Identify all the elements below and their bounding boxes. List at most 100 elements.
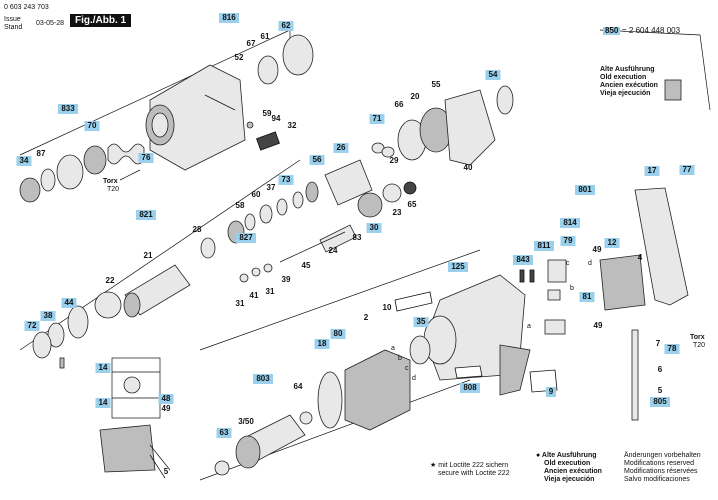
callout-box	[216, 428, 232, 438]
callout-14: 14	[99, 363, 108, 372]
callout-box	[314, 339, 330, 349]
callout-40: 40	[464, 163, 473, 172]
loctite-legend: ★ mit Loctite 222 sichern secure with Lo…	[430, 462, 510, 478]
callout-81: 81	[583, 292, 592, 301]
callout-box	[513, 255, 533, 265]
issue-date: 03-05-28	[36, 20, 65, 27]
callout-18: 18	[318, 339, 327, 348]
callout-22: 22	[106, 276, 115, 285]
old-exec-fr: Ancien exécution	[544, 468, 602, 475]
callout-box	[278, 175, 294, 185]
callout-2: 2	[364, 313, 369, 322]
callout-814: 814	[563, 218, 577, 227]
gear-housing	[145, 64, 246, 171]
callout-67: 67	[247, 39, 256, 48]
figure-title: Fig./Abb. 1	[70, 14, 132, 27]
clutch-parts	[246, 34, 314, 151]
callout-box	[58, 104, 78, 114]
wire-letter-d: d	[412, 375, 416, 382]
callout-38: 38	[44, 311, 53, 320]
callout-box	[534, 241, 554, 251]
callout-811: 811	[538, 241, 551, 250]
callout-39: 39	[282, 275, 291, 284]
wire-letter-c-2: c	[566, 260, 570, 267]
callout-827: 827	[239, 233, 253, 242]
callout-box	[219, 13, 239, 23]
armature	[214, 411, 313, 476]
torx-label-2: Torx	[690, 334, 705, 341]
callout-83: 83	[353, 233, 362, 242]
callout-61: 61	[261, 32, 270, 41]
callout-87: 87	[37, 149, 46, 158]
handle-assembly	[599, 29, 711, 421]
accessory-old-exec-es: Vieja ejecución	[600, 90, 651, 97]
wiring-diagram	[99, 357, 171, 479]
mod-de: Änderungen vorbehalten	[624, 452, 701, 459]
callout-box	[136, 210, 156, 220]
callout-72: 72	[28, 321, 37, 330]
callout-801: 801	[578, 185, 592, 194]
callout-box	[560, 236, 576, 246]
callout-box	[61, 298, 77, 308]
wire-letter-b: b	[398, 355, 402, 362]
stand-label: Stand	[4, 24, 23, 31]
loctite-de: mit Loctite 222 sichern	[438, 462, 509, 469]
callout-58: 58	[236, 201, 245, 210]
callout-805: 805	[653, 397, 667, 406]
callout-45: 45	[302, 261, 311, 270]
callout-41: 41	[250, 291, 259, 300]
mod-en: Modifications reserved	[624, 460, 695, 467]
callout-70: 70	[88, 121, 97, 130]
intermediate-flange	[371, 85, 514, 166]
callout-box	[485, 70, 501, 80]
callout-box	[679, 165, 695, 175]
callout-box	[650, 397, 670, 407]
callout-62: 62	[282, 21, 291, 30]
wire-letter-d-2: d	[588, 260, 592, 267]
callout-box	[278, 21, 294, 31]
callout-60: 60	[252, 190, 261, 199]
callout-5: 5	[164, 467, 169, 476]
callout-14: 14	[99, 398, 108, 407]
callout-box	[546, 387, 556, 397]
document-number: 0 603 243 703	[4, 4, 49, 11]
callout-9: 9	[549, 387, 554, 396]
torx-size-1: T20	[107, 186, 120, 193]
loctite-en: secure with Loctite 222	[438, 470, 510, 477]
hammer-tube	[32, 263, 273, 369]
callout-808: 808	[463, 383, 477, 392]
tool-holder-assembly	[19, 143, 145, 203]
callout-59: 59	[263, 109, 272, 118]
callout-box	[158, 394, 174, 404]
callout-80: 80	[334, 329, 343, 338]
issue-label: Issue	[4, 16, 21, 23]
callout-29: 29	[390, 156, 399, 165]
callout-49: 49	[162, 404, 171, 413]
callout-31: 31	[236, 299, 245, 308]
callout-816: 816	[222, 13, 236, 22]
callout-37: 37	[267, 183, 276, 192]
accessory-part-number: = 2 604 448 003	[622, 26, 681, 35]
callout-box	[333, 143, 349, 153]
callout-5: 5	[658, 386, 663, 395]
callout-box	[253, 374, 273, 384]
wire-letter-c: c	[405, 365, 409, 372]
gear-set	[279, 181, 417, 263]
callout-21: 21	[144, 251, 153, 260]
callout-803: 803	[256, 374, 270, 383]
label-plates	[394, 291, 558, 393]
callout-6: 6	[658, 365, 663, 374]
callout-box	[16, 156, 32, 166]
callout-76: 76	[142, 153, 151, 162]
accessory-old-exec-fr: Ancien exécution	[600, 82, 658, 89]
motor-housing	[423, 274, 531, 396]
torx-label-1: Torx	[103, 178, 118, 185]
callout-12: 12	[608, 238, 617, 247]
accessory-old-exec-de: Alte Ausführung	[600, 66, 655, 73]
callout-48: 48	[162, 394, 171, 403]
old-exec-es: Vieja ejecución	[544, 476, 595, 483]
callout-box	[24, 321, 40, 331]
callout-3-50: 3/50	[238, 417, 254, 426]
callout-box	[579, 292, 595, 302]
